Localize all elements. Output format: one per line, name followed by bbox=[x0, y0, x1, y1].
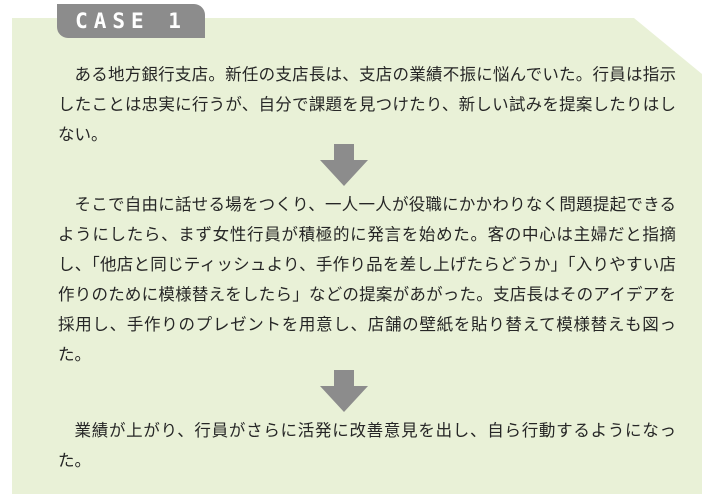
paragraph-problem: ある地方銀行支店。新任の支店長は、支店の業績不振に悩んでいた。行員は指示したこと… bbox=[58, 65, 676, 144]
paragraph-action: そこで自由に話せる場をつくり、一人一人が役職にかかわりなく問題提起できるようにし… bbox=[58, 195, 676, 364]
case-panel bbox=[12, 18, 702, 494]
down-arrow-icon bbox=[320, 370, 368, 412]
case-label: CASE 1 bbox=[57, 4, 205, 38]
down-arrow-icon bbox=[320, 144, 368, 186]
paragraph-result: 業績が上がり、行員がさらに活発に改善意見を出し、自ら行動するようになった。 bbox=[58, 421, 676, 470]
